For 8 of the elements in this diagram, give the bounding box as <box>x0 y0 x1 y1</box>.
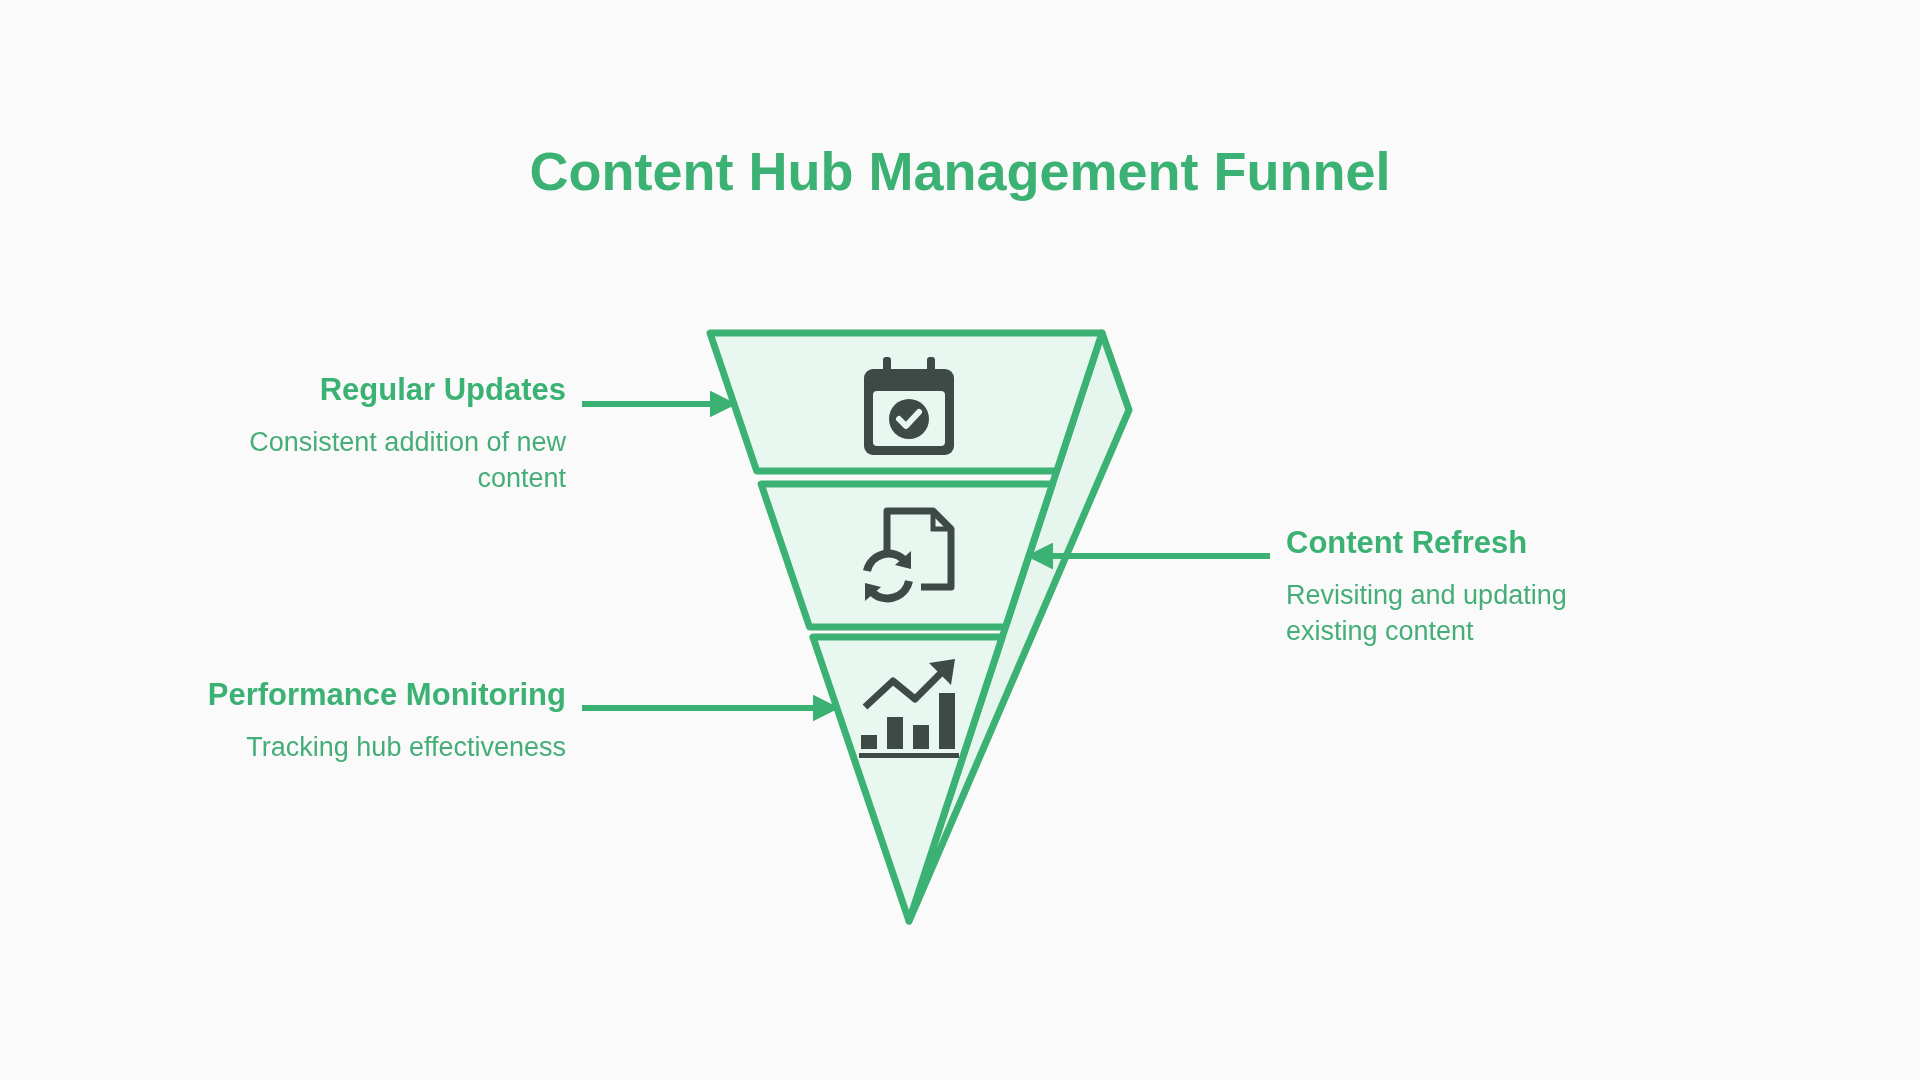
step-description: Tracking hub effectiveness <box>245 731 566 764</box>
step-heading: Regular Updates <box>318 372 566 408</box>
step-description: Revisiting and updating existing content <box>1286 579 1568 648</box>
diagram-title: Content Hub Management Funnel <box>528 140 1392 202</box>
step-heading: Content Refresh <box>1286 525 1529 561</box>
step-heading: Performance Monitoring <box>206 677 566 713</box>
funnel-tip <box>809 633 1006 925</box>
step-description: Consistent addition of new content <box>248 426 566 495</box>
